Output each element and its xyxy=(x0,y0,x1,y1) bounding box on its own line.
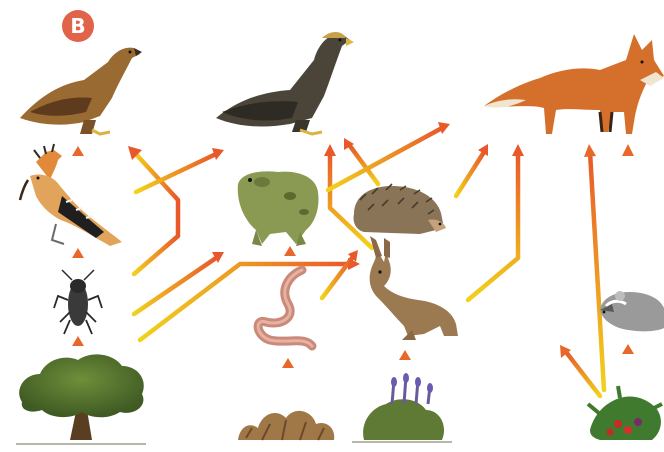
arrow-toad-to-fox xyxy=(328,122,450,190)
arrow-hoopoe-to-eagle-left xyxy=(72,146,84,172)
hedgehog-icon xyxy=(353,184,446,234)
fox-icon xyxy=(484,34,664,134)
eagle-left-icon xyxy=(20,48,142,134)
mouse-icon xyxy=(600,291,664,331)
badge-letter: B xyxy=(70,14,85,38)
arrow-leaf-litter-to-earthworm xyxy=(282,358,294,402)
tree-icon xyxy=(16,354,146,444)
arrow-berry-to-fox xyxy=(584,144,604,390)
arrow-berry-to-left xyxy=(560,345,600,396)
arrow-mouse-to-fox xyxy=(622,144,634,282)
toad-icon xyxy=(238,171,319,246)
arrow-cricket-to-hedgehog xyxy=(140,258,360,340)
arrows-layer xyxy=(72,122,634,402)
cricket-icon xyxy=(54,270,102,334)
earthworm-icon xyxy=(258,270,312,346)
arrow-hedgehog-to-fox xyxy=(456,144,488,196)
eagle-center-icon xyxy=(216,32,354,134)
arrow-earthworm-to-hedgehog xyxy=(322,250,358,298)
arrow-cricket-to-hoopoe xyxy=(72,248,84,270)
arrow-shrub-to-hare xyxy=(399,350,411,374)
hoopoe-icon xyxy=(20,144,122,246)
hare-icon xyxy=(370,236,458,340)
arrow-toad-to-eagle-left xyxy=(128,146,178,274)
arrow-berry-to-mouse xyxy=(622,344,634,372)
flowering-shrub-icon xyxy=(352,373,452,442)
arrow-earthworm-to-toad xyxy=(284,246,296,272)
leaf-litter-icon xyxy=(238,411,334,440)
diagram-label-badge: B xyxy=(62,10,94,42)
